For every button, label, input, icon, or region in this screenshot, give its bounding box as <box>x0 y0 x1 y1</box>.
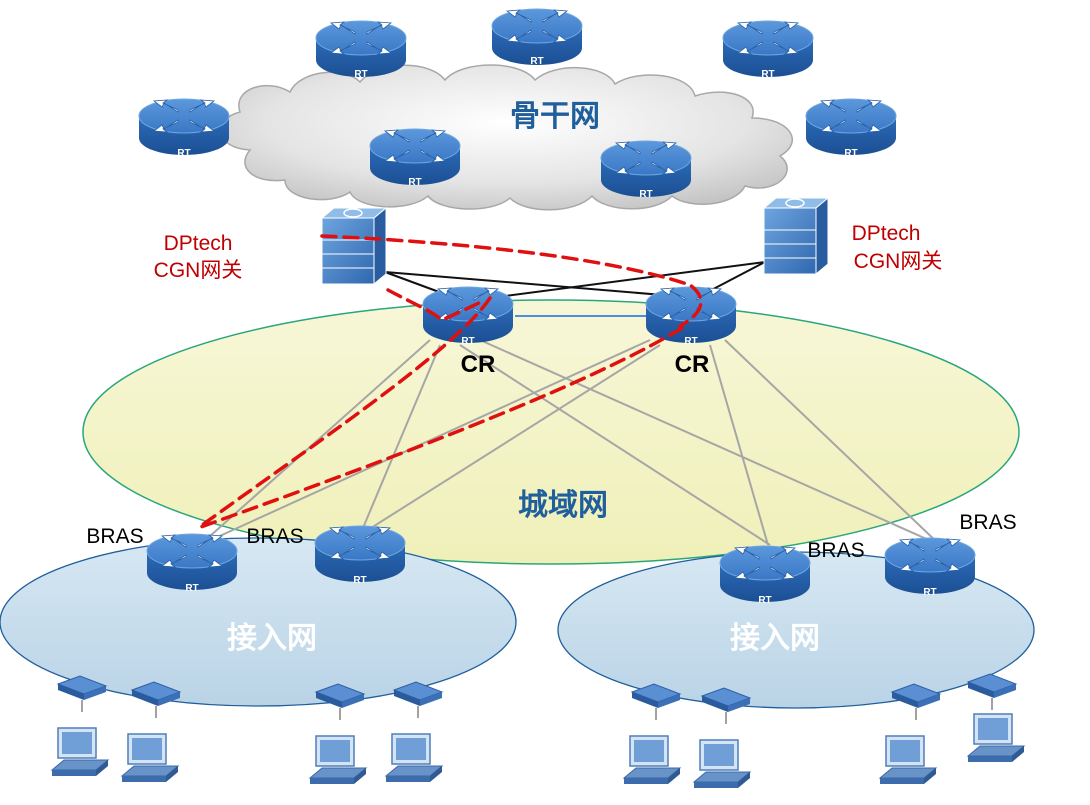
rt-badge: RT <box>461 336 474 347</box>
rt-badge: RT <box>530 56 543 67</box>
rt-badge: RT <box>758 595 771 606</box>
computer-icon <box>385 733 443 783</box>
gateway-left-label-line1: DPtech <box>164 232 233 255</box>
cgn-traffic-path <box>196 234 703 530</box>
computer-icon <box>309 735 367 785</box>
bras-label-1: BRAS <box>86 525 143 548</box>
modem-icon <box>967 673 1017 711</box>
computer-icon <box>121 733 179 783</box>
gateway-right-label-line2: CGN网关 <box>854 250 943 273</box>
backbone-network-title: 骨干网 <box>510 99 600 134</box>
metro-links <box>199 339 941 546</box>
cgn-gateway-icon <box>321 207 387 285</box>
gateway-right-label-line1: DPtech <box>852 222 921 245</box>
rt-badge: RT <box>353 575 366 586</box>
core-router-right-label: CR <box>675 351 710 378</box>
computer-icon <box>879 735 937 785</box>
bras-router <box>719 545 811 603</box>
computer-icon <box>51 727 109 777</box>
rt-badge: RT <box>761 69 774 80</box>
metro-network-title: 城域网 <box>518 488 608 523</box>
rt-badge: RT <box>923 587 936 598</box>
modem-icon <box>393 681 443 719</box>
rt-badge: RT <box>639 189 652 200</box>
rt-badge: RT <box>354 69 367 80</box>
core-router-left-label: CR <box>461 351 496 378</box>
bras-router <box>314 525 406 583</box>
gateway-left-label-line2: CGN网关 <box>154 259 243 282</box>
core-router-right <box>645 286 737 344</box>
rt-badge: RT <box>844 148 857 159</box>
backbone-router-badges: RT RT RT RT RT RT RT <box>177 56 857 200</box>
computer-icon <box>693 739 751 789</box>
rt-badge: RT <box>684 336 697 347</box>
bras-label-4: BRAS <box>959 511 1016 534</box>
computer-icon <box>623 735 681 785</box>
backbone-cloud <box>219 64 793 211</box>
rt-badge: RT <box>177 148 190 159</box>
bras-label-3: BRAS <box>807 539 864 562</box>
rt-badge: RT <box>185 583 198 594</box>
access-network-left-title: 接入网 <box>227 621 317 656</box>
computer-icon <box>967 713 1025 763</box>
cgn-gateway-icon <box>763 197 829 275</box>
bras-router <box>146 533 238 591</box>
bras-label-2: BRAS <box>246 525 303 548</box>
access-network-right-title: 接入网 <box>730 621 820 656</box>
metro-network-area <box>82 299 1020 565</box>
bras-router <box>884 537 976 595</box>
access-network-area-left <box>0 537 517 707</box>
rt-badge: RT <box>408 177 421 188</box>
